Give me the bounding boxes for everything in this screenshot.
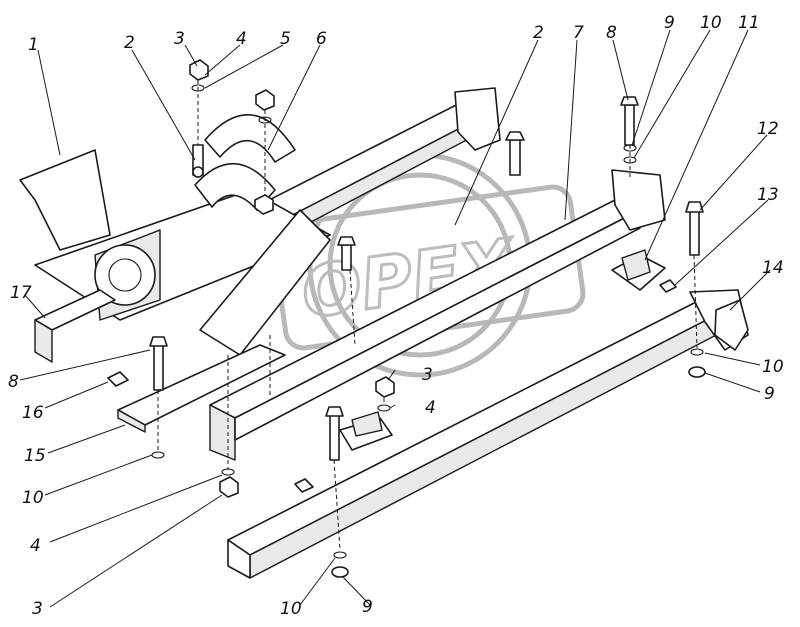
bolt-icon — [505, 131, 525, 176]
callout-4-middle: 4 — [425, 398, 436, 418]
callout-4-left: 4 — [30, 536, 41, 556]
clip-icon — [107, 371, 129, 387]
bolt-icon — [192, 144, 204, 178]
washer-icon — [333, 551, 347, 559]
front-bottom-channel — [227, 289, 749, 579]
callout-10-right: 10 — [762, 357, 784, 377]
callout-6: 6 — [316, 29, 327, 49]
callout-2: 2 — [124, 33, 135, 53]
main-bracket — [19, 149, 331, 356]
callout-4: 4 — [236, 29, 247, 49]
washer-icon — [688, 366, 706, 378]
callout-17: 17 — [10, 283, 32, 303]
callout-10-left: 10 — [22, 488, 44, 508]
bolt-icon — [149, 336, 168, 391]
upper-clamp — [204, 114, 296, 163]
left-lower-channel — [34, 289, 116, 363]
washer-icon — [151, 451, 165, 459]
callout-labels: 1 2 3 4 5 6 2 7 8 9 10 11 12 13 14 10 9 … — [8, 13, 784, 619]
clip-icon — [659, 279, 677, 293]
callout-12: 12 — [757, 119, 779, 139]
callout-9-bottom: 9 — [362, 597, 373, 617]
nut-icon — [219, 476, 239, 498]
callout-9-right: 9 — [764, 384, 775, 404]
nut-icon — [255, 89, 275, 111]
callout-14: 14 — [762, 258, 784, 278]
nuts-and-washers — [107, 59, 749, 578]
front-left-plate — [117, 344, 286, 433]
washer-icon — [377, 404, 391, 412]
nut-icon — [189, 59, 209, 81]
clip-icon — [294, 478, 314, 493]
bracket-lug — [714, 299, 749, 351]
callout-7: 7 — [573, 23, 584, 43]
assembly-axis-lines — [157, 80, 698, 551]
middle-beam — [209, 169, 666, 461]
washer-icon — [331, 566, 349, 578]
callout-3-middle: 3 — [422, 365, 433, 385]
mount-blocks — [339, 249, 666, 451]
bolt-icon — [620, 96, 639, 146]
leader-lines — [19, 29, 771, 608]
callout-3: 3 — [174, 29, 185, 49]
callout-9-top: 9 — [664, 13, 675, 33]
callout-5: 5 — [280, 29, 291, 49]
callout-15: 15 — [24, 446, 46, 466]
callout-1: 1 — [28, 35, 39, 55]
callout-3-left: 3 — [32, 599, 43, 619]
callout-11: 11 — [738, 13, 760, 33]
callout-16: 16 — [22, 403, 44, 423]
callout-8-left: 8 — [8, 372, 19, 392]
callout-2-right: 2 — [533, 23, 544, 43]
nut-icon — [375, 376, 395, 398]
bolt-icon — [337, 236, 356, 271]
callout-10-top: 10 — [700, 13, 722, 33]
callout-13: 13 — [757, 185, 779, 205]
callout-10-bottom: 10 — [280, 599, 302, 619]
callout-8-top: 8 — [606, 23, 617, 43]
bolts — [149, 96, 704, 461]
washer-icon — [690, 348, 704, 356]
bolt-icon — [325, 406, 344, 461]
